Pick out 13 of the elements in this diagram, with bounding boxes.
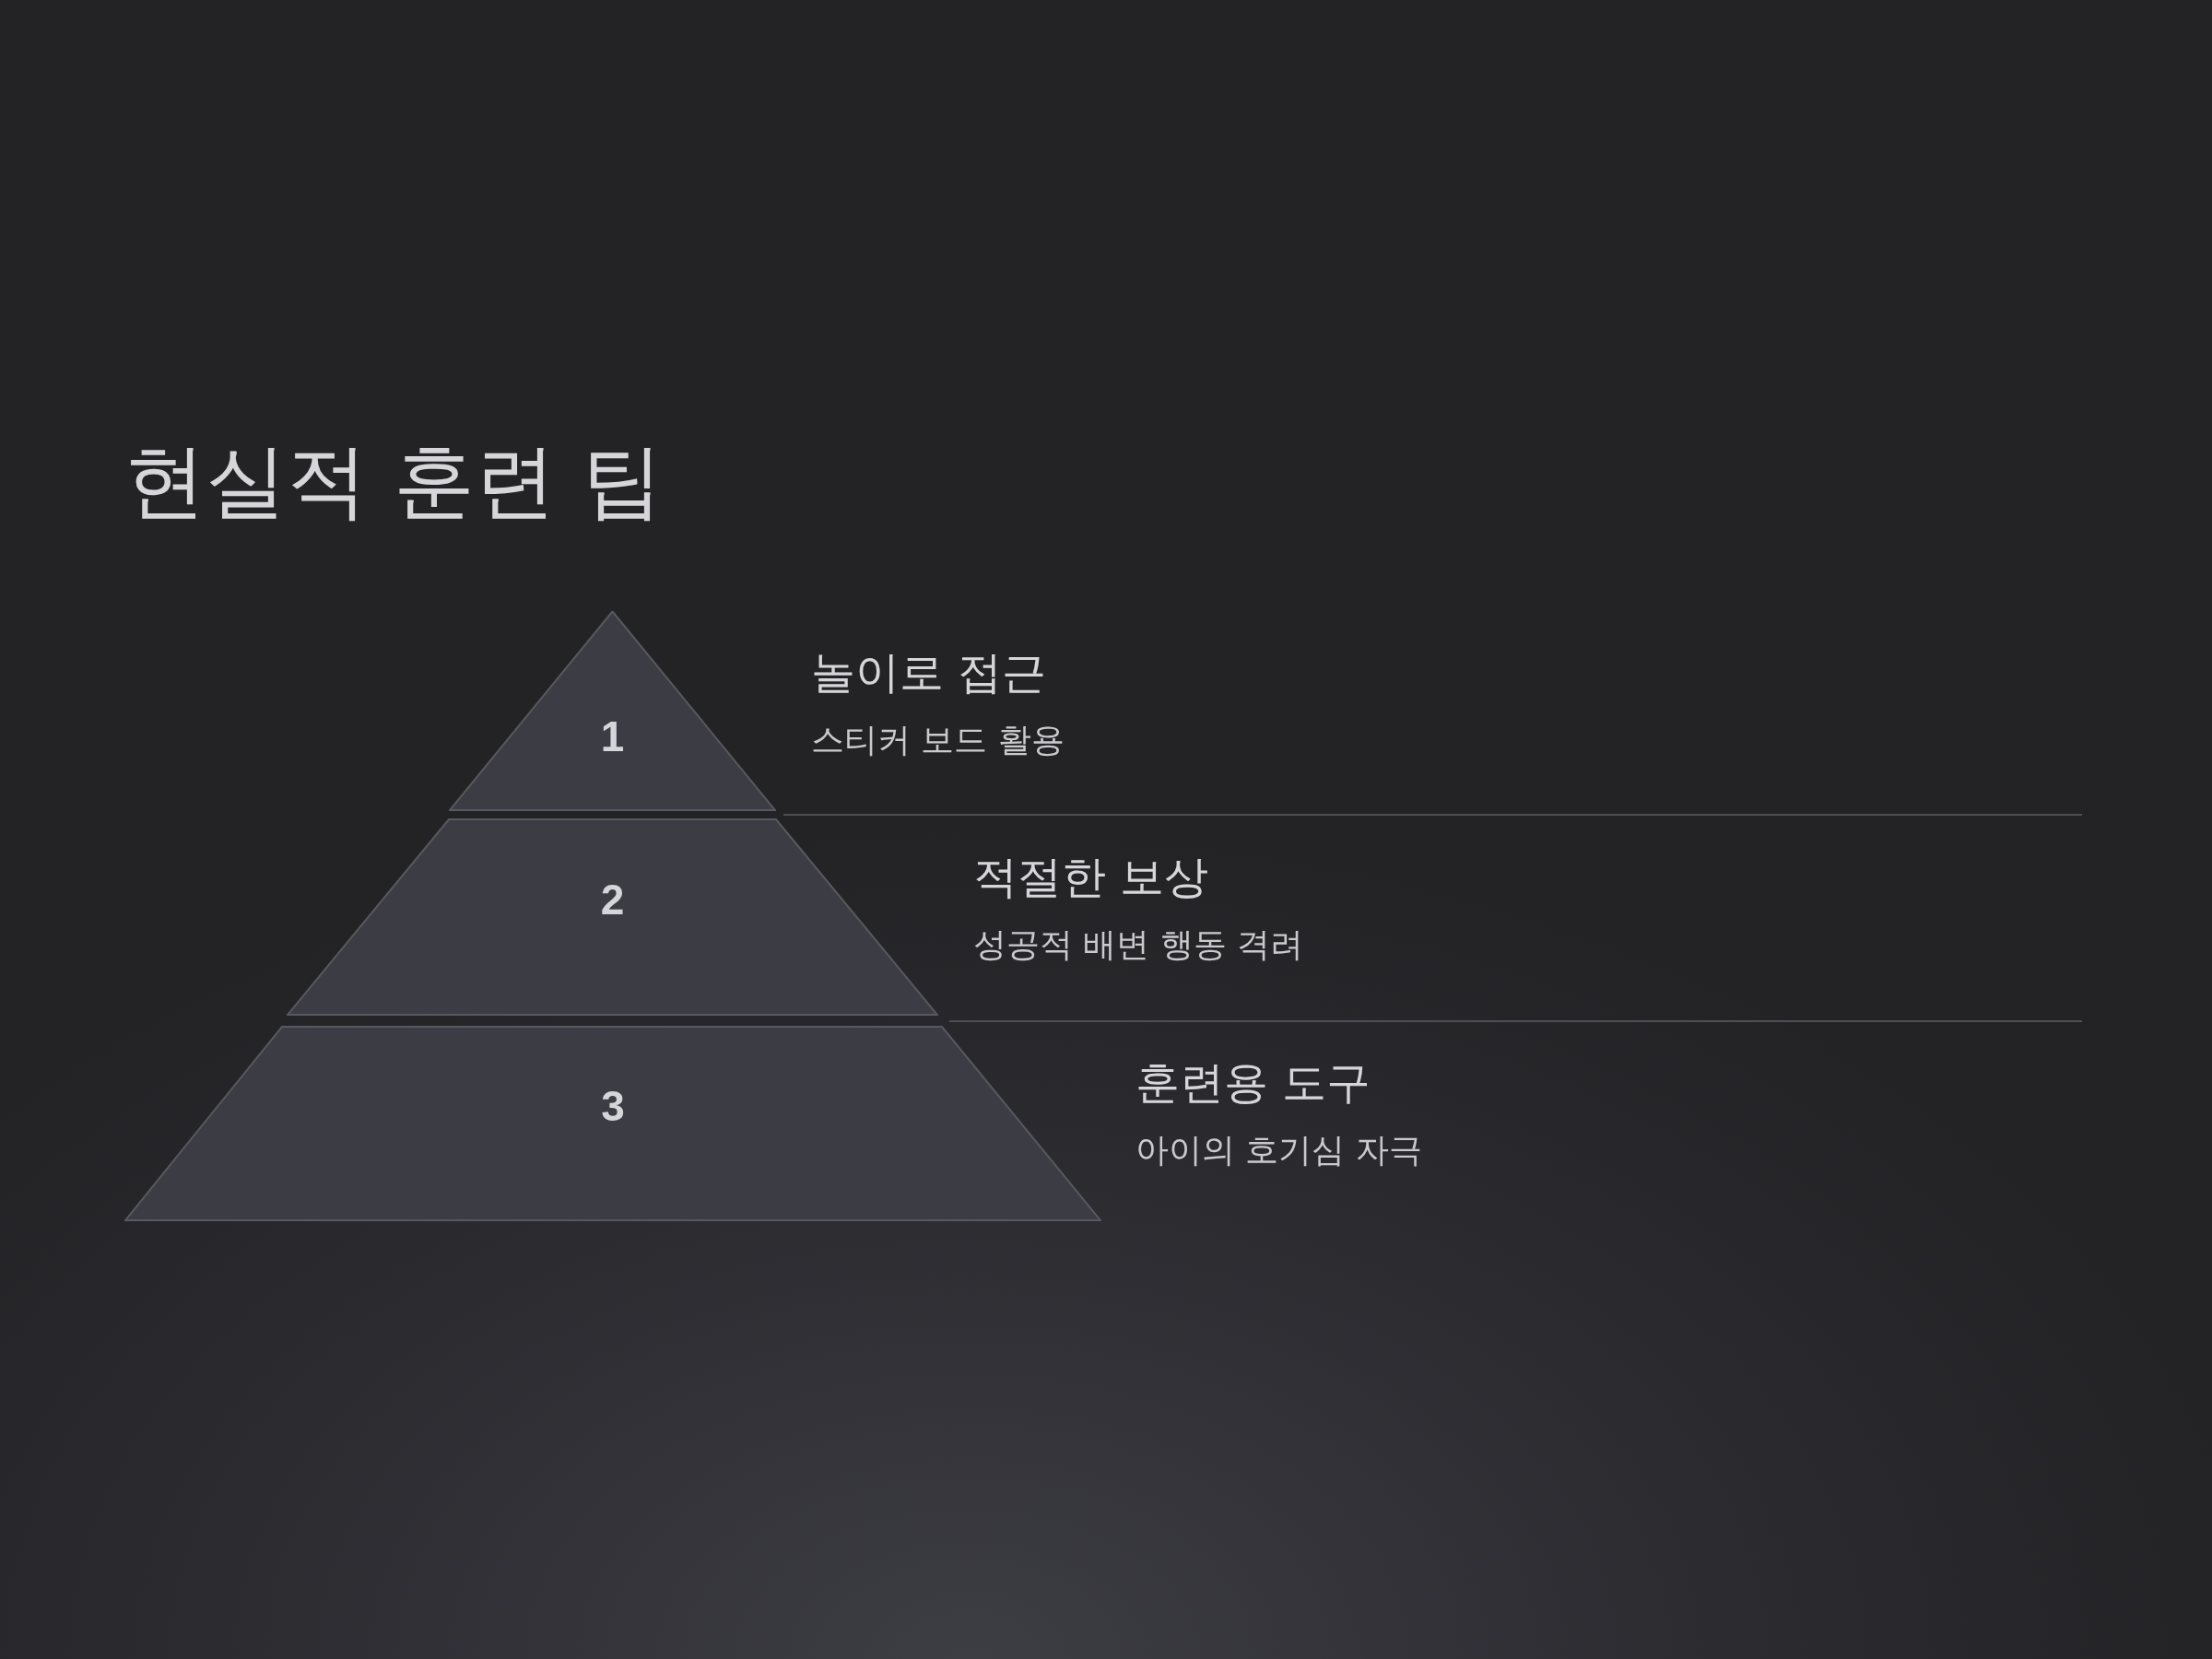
- pyramid-tier: [124, 1026, 1101, 1221]
- tier-heading: 적절한 보상: [973, 854, 1209, 899]
- pyramid-triangle: [449, 611, 776, 811]
- tier-number: 3: [600, 1085, 626, 1127]
- tier-number: 1: [599, 715, 626, 758]
- tier-heading: 훈련용 도구: [1135, 1060, 1371, 1104]
- tier-heading: 놀이로 접근: [811, 650, 1047, 694]
- tier-number: 2: [599, 878, 626, 921]
- title: 현실적 훈련 팁: [124, 441, 663, 522]
- pyramid-tier: [287, 818, 938, 1016]
- tier-description: 스티커 보드 활용: [811, 724, 1065, 757]
- tier-description: 아이의 호기심 자극: [1135, 1134, 1422, 1167]
- tier-description: 성공적 배변 행동 격려: [973, 928, 1304, 961]
